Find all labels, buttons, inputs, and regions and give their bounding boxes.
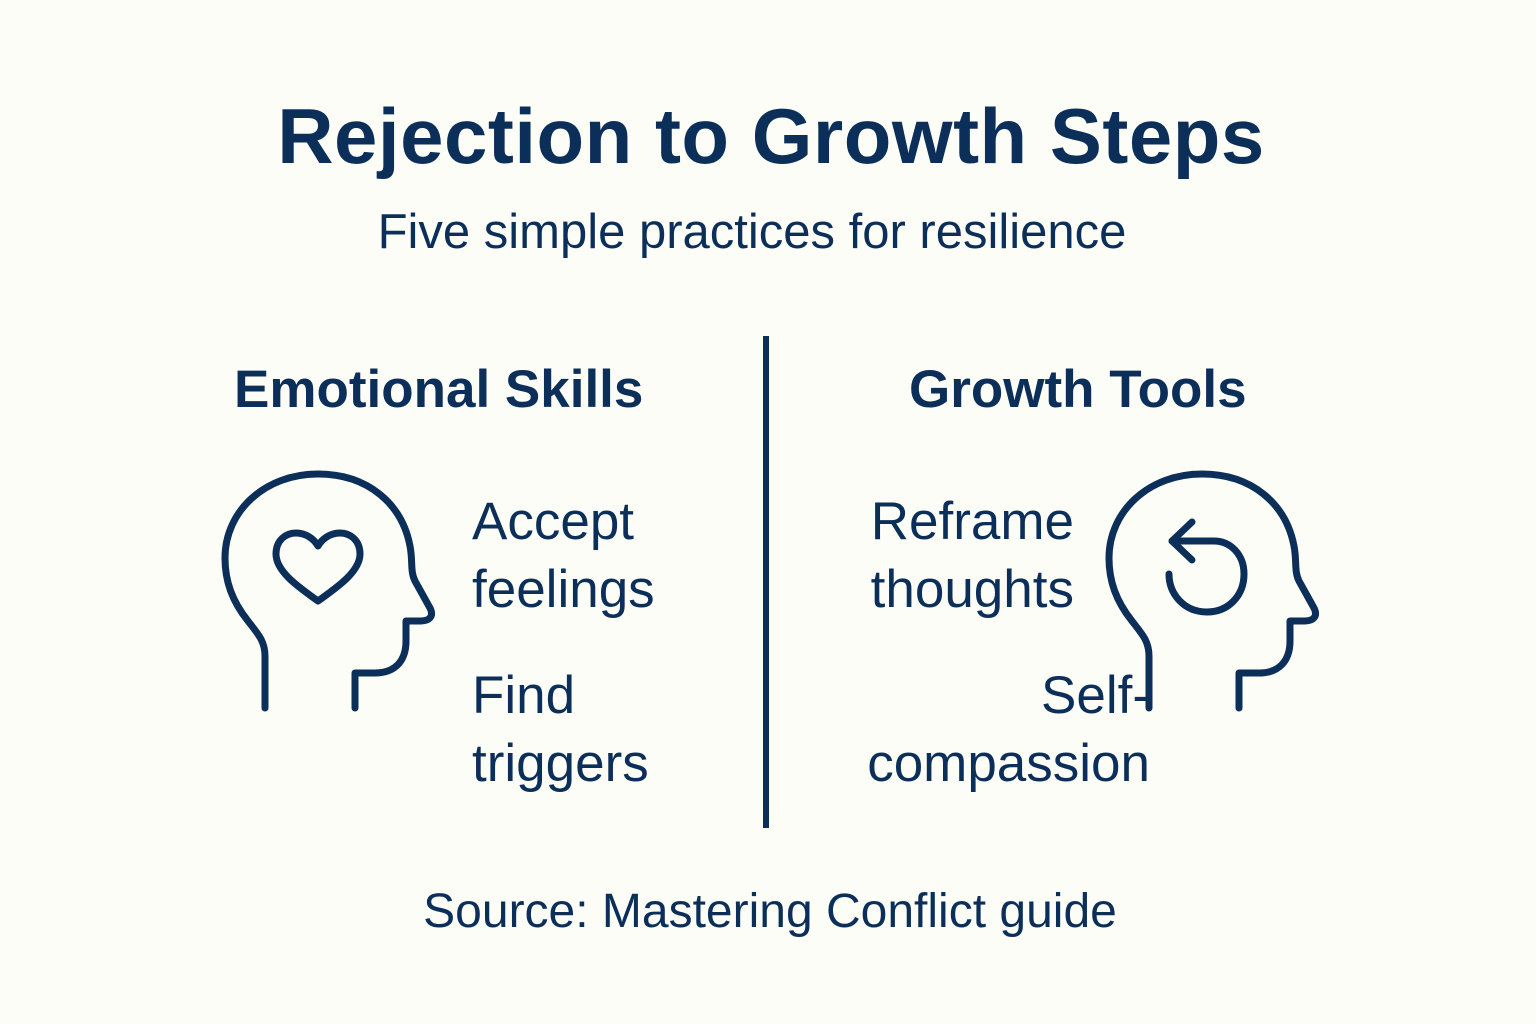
section-heading-emotional-skills: Emotional Skills (234, 360, 644, 419)
item-line: Find (472, 666, 576, 725)
item-line: Accept (472, 492, 635, 551)
section-heading-growth-tools: Growth Tools (909, 360, 1247, 419)
column-divider (763, 336, 769, 828)
item-line: triggers (472, 734, 649, 793)
source-caption: Source: Mastering Conflict guide (423, 885, 1117, 938)
page-subtitle: Five simple practices for resilience (377, 205, 1127, 259)
list-item-self-compassion: Self- compassion (867, 662, 1150, 798)
item-line: Reframe (870, 492, 1074, 551)
item-line: thoughts (870, 560, 1074, 619)
item-line: Self- (1041, 666, 1150, 725)
item-line: compassion (867, 734, 1150, 793)
item-line: feelings (472, 560, 655, 619)
page-title: Rejection to Growth Steps (277, 92, 1265, 180)
list-item-reframe-thoughts: Reframe thoughts (871, 488, 1074, 624)
list-item-find-triggers: Find triggers (472, 662, 649, 798)
list-item-accept-feelings: Accept feelings (472, 488, 655, 624)
head-refresh-icon (1104, 466, 1324, 716)
head-heart-icon (220, 466, 440, 716)
